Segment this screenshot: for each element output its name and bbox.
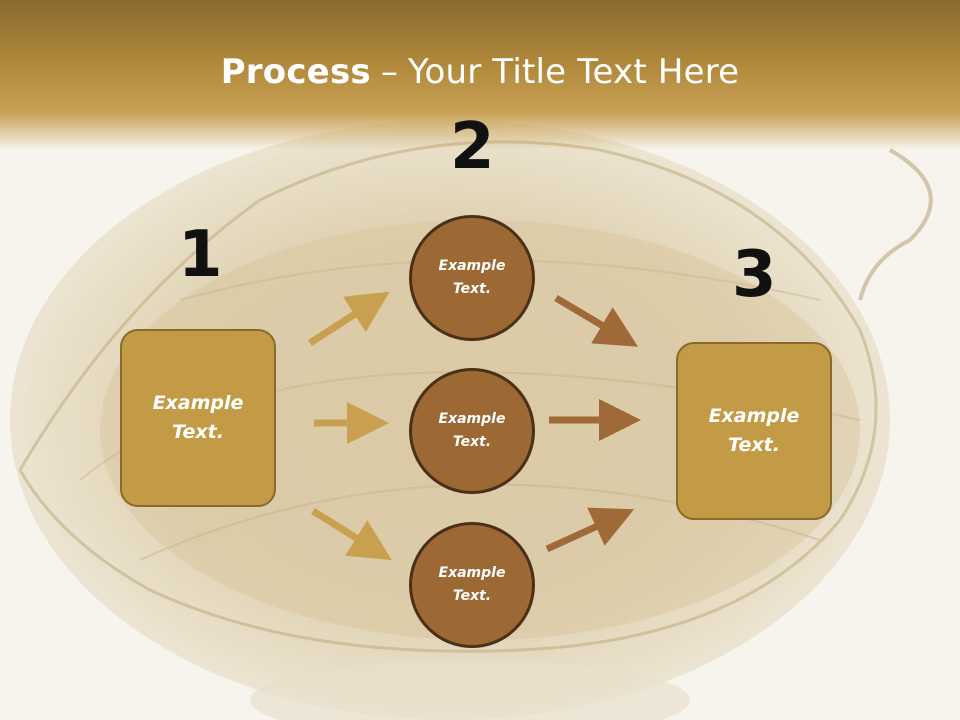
title-separator: – (380, 52, 399, 92)
slide-title: Process–Your Title Text Here (0, 52, 960, 92)
arrow-top-to-step3 (554, 294, 639, 347)
title-band (0, 0, 960, 150)
title-strong: Process (220, 52, 371, 92)
title-rest: Your Title Text Here (408, 52, 740, 92)
arrow-step1-to-bottom (311, 508, 392, 561)
step-number-2: 2 (450, 110, 495, 184)
step-number-3: 3 (732, 238, 777, 312)
arrow-step1-to-top (308, 291, 390, 346)
step-number-1: 1 (178, 218, 223, 292)
arrow-bottom-to-step3 (545, 507, 635, 553)
